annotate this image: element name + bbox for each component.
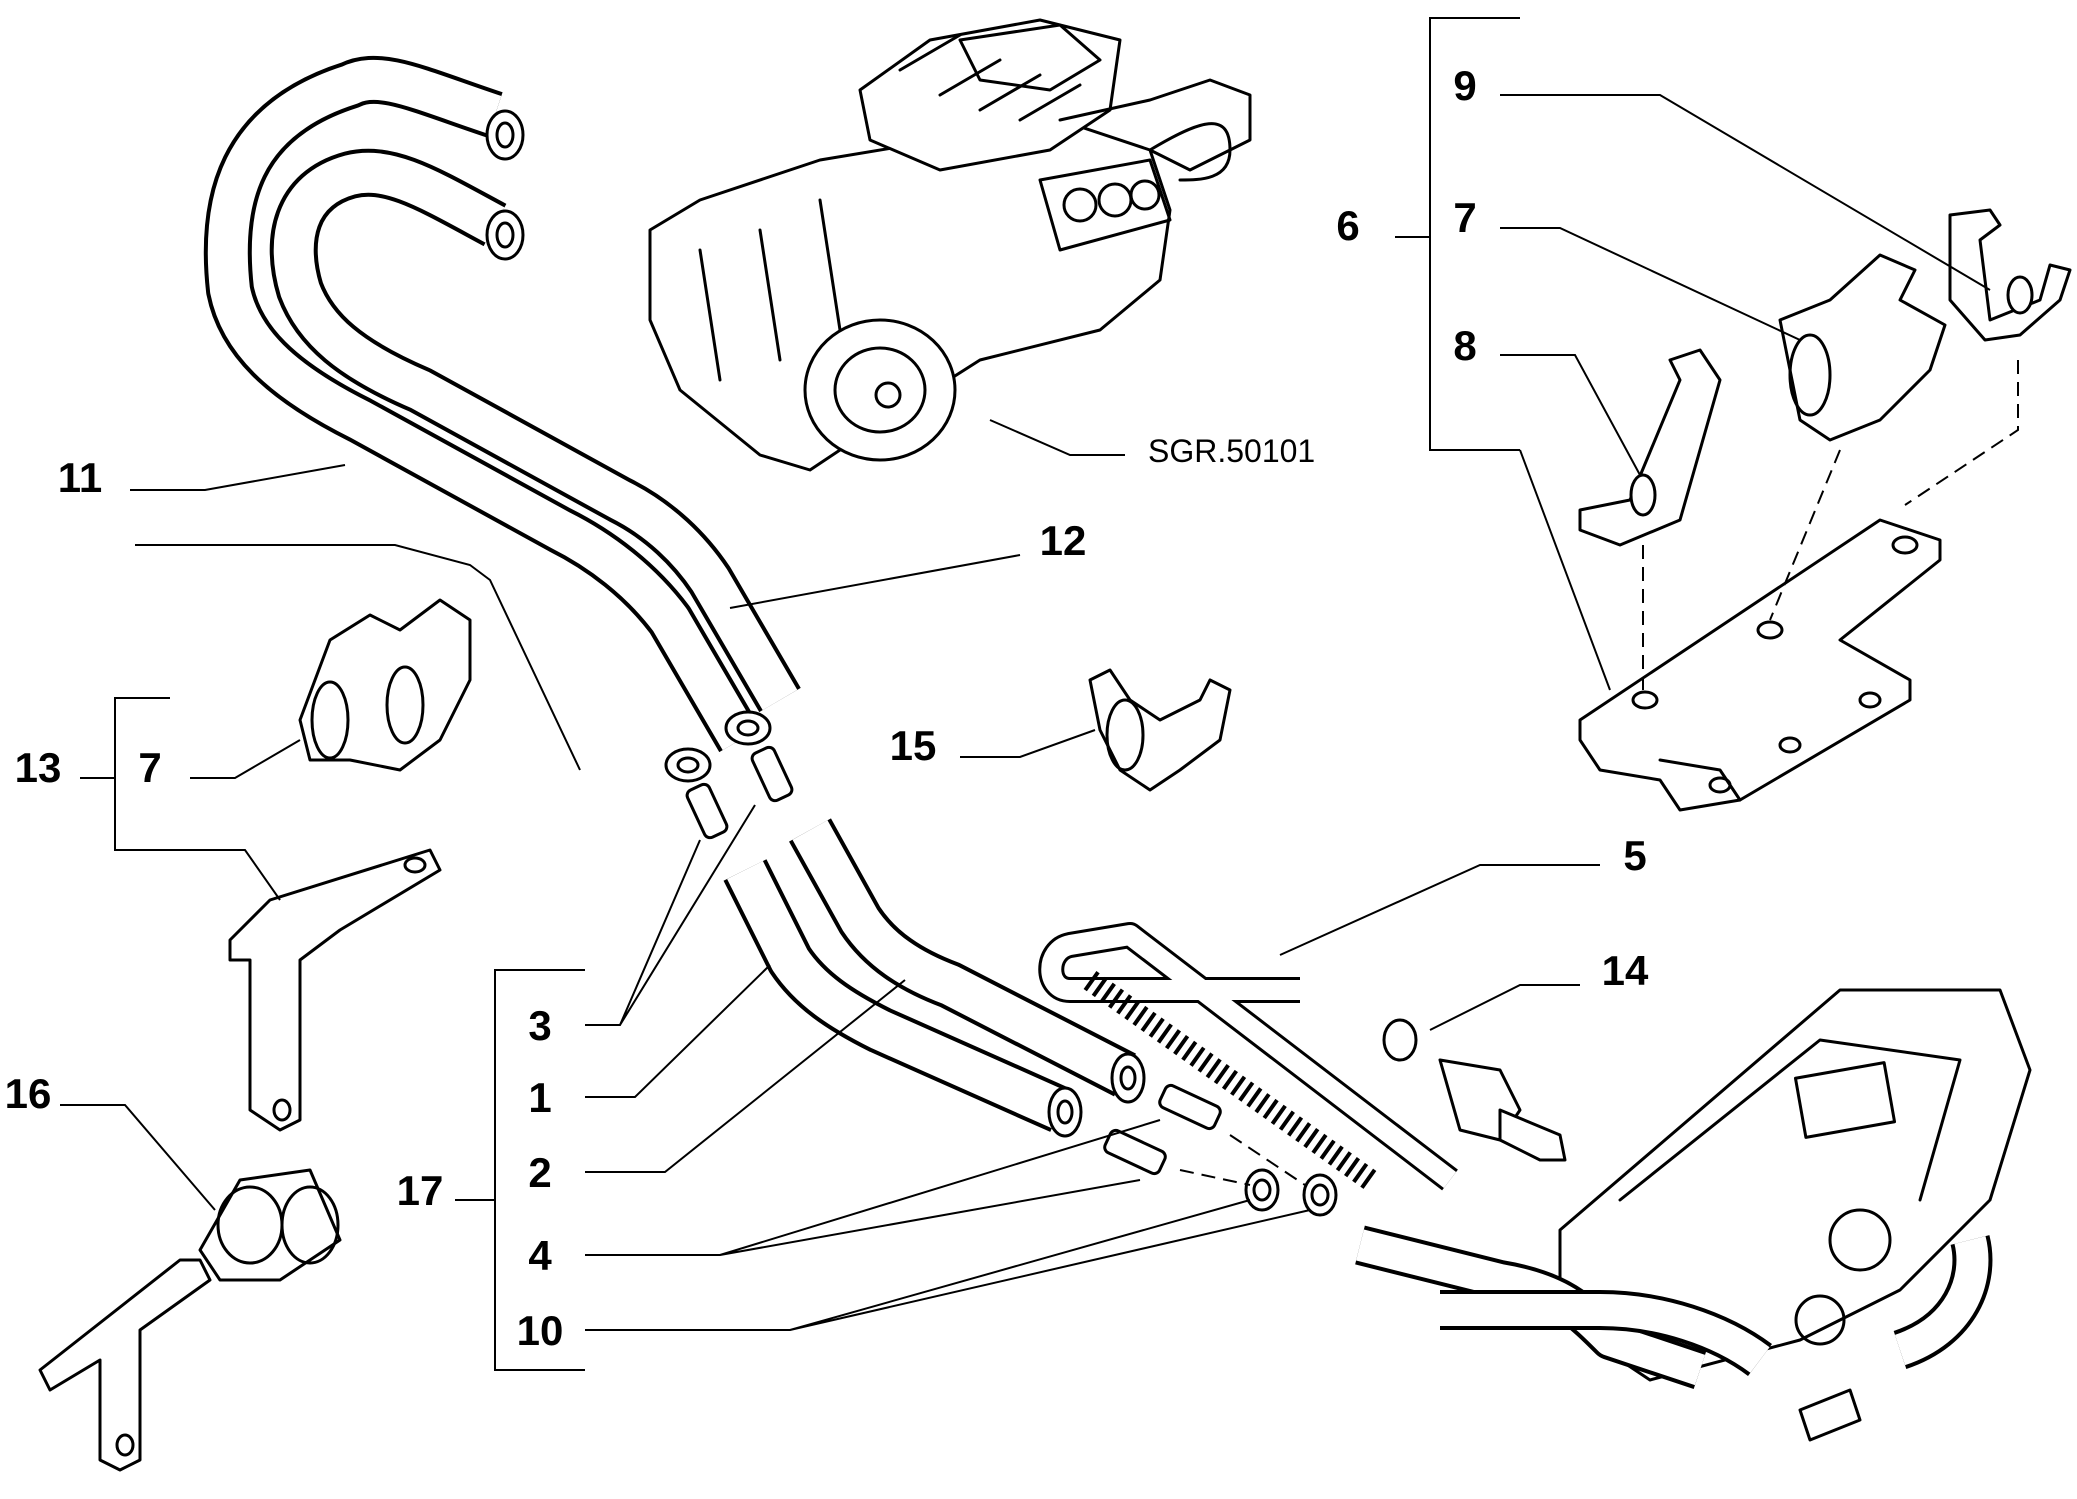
- callout-11: 11: [58, 454, 102, 501]
- callout-3: 3: [528, 1002, 551, 1049]
- filter-14: [1382, 1018, 1567, 1162]
- bracket-assembly-13: [228, 598, 472, 1132]
- callout-15: 15: [890, 722, 937, 769]
- connectors-4: [1103, 1083, 1222, 1176]
- callout-5: 5: [1623, 832, 1646, 879]
- callout-7-left: 7: [138, 744, 161, 791]
- callout-10: 10: [517, 1307, 564, 1354]
- callout-7-right: 7: [1453, 194, 1476, 241]
- callout-2: 2: [528, 1149, 551, 1196]
- callout-14: 14: [1602, 947, 1649, 994]
- clip-15: [1088, 668, 1232, 792]
- pipe-5: [1038, 922, 1458, 1191]
- hose-pipes-upper: [203, 55, 801, 783]
- callout-1: 1: [528, 1074, 551, 1121]
- connectors-3: [685, 745, 794, 840]
- hose-pipes-lower: [723, 818, 1146, 1138]
- bracket-16: [38, 1168, 342, 1472]
- bracket-assembly-6: [1578, 208, 2072, 812]
- heater-unit-illustration: [648, 18, 1252, 472]
- callout-9: 9: [1453, 62, 1476, 109]
- callout-16: 16: [5, 1070, 52, 1117]
- reference-code: SGR.50101: [1148, 433, 1315, 469]
- leader-lines: [60, 17, 1991, 1371]
- callout-4: 4: [528, 1232, 552, 1279]
- clamps-10: [1179, 1134, 1338, 1217]
- callout-17: 17: [397, 1167, 444, 1214]
- auxiliary-heater: [1355, 988, 2032, 1442]
- callout-13: 13: [15, 744, 62, 791]
- callout-8: 8: [1453, 322, 1476, 369]
- callout-12: 12: [1040, 517, 1087, 564]
- callout-6: 6: [1336, 202, 1359, 249]
